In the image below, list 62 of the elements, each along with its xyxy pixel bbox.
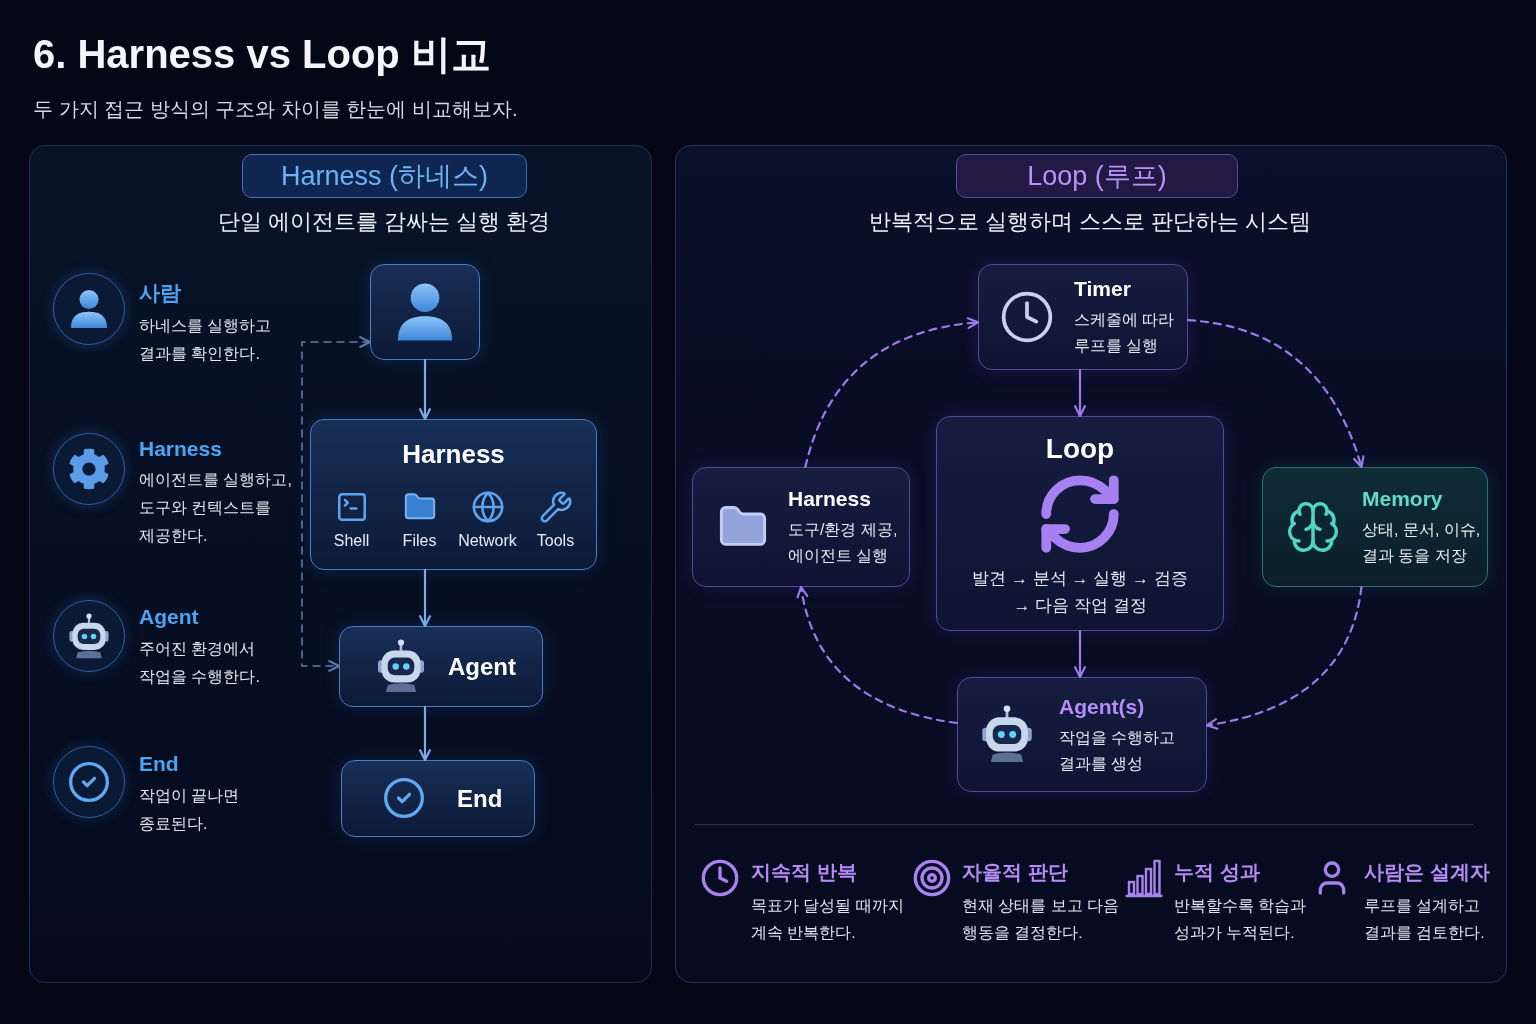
feature-description: 루프를 설계하고 결과를 검토한다. <box>1364 896 1486 943</box>
process-box <box>692 467 910 587</box>
dashed-arrow <box>1186 319 1365 469</box>
tool-label: Network <box>458 531 517 551</box>
arrow <box>419 358 431 421</box>
dashed-arrow <box>1205 585 1363 730</box>
process-box <box>978 264 1188 370</box>
feature-heading: 지속적 반복 <box>751 860 857 885</box>
node-title: Agent <box>448 651 516 682</box>
comparison-panel <box>29 145 652 983</box>
process-box <box>310 419 597 570</box>
feature-heading: 사람은 설계자 <box>1364 860 1490 885</box>
feature-description: 반복할수록 학습과 성과가 누적된다. <box>1174 896 1308 943</box>
tool-label: Tools <box>536 531 575 551</box>
dashed-arrow <box>797 585 959 725</box>
page-title: 6. Harness vs Loop 비교 <box>33 31 491 78</box>
feature-heading: 누적 성과 <box>1174 860 1260 885</box>
node-title: End <box>457 783 503 814</box>
node-title: Timer <box>1074 276 1132 302</box>
legend-description: 하네스를 실행하고 결과를 확인한다. <box>139 316 273 364</box>
legend-heading: End <box>139 751 179 777</box>
node-description: 발견 → 분석 → 실행 → 검증 → 다음 작업 결정 <box>971 568 1189 617</box>
arrow <box>419 705 431 762</box>
dashed-arrow <box>301 336 372 672</box>
tool-label: Shell <box>333 531 370 551</box>
process-box <box>339 626 543 707</box>
node-title: Harness <box>402 438 505 470</box>
panel-subtitle: 단일 에이전트를 감싸는 실행 환경 <box>217 208 551 236</box>
node-title: Agent(s) <box>1059 693 1146 720</box>
actor-box <box>370 264 480 360</box>
legend-heading: Harness <box>139 436 222 462</box>
process-box <box>1262 467 1488 587</box>
feature-description: 목표가 달성될 때까지 계속 반복한다. <box>751 896 905 943</box>
arrow <box>1074 629 1086 679</box>
legend-description: 작업이 끝나면 종료된다. <box>139 786 241 834</box>
comparison-panel <box>675 145 1507 983</box>
node-title: Harness <box>788 486 872 512</box>
panel-subtitle: 반복적으로 실행하며 스스로 판단하는 시스템 <box>868 208 1312 236</box>
node-description: 스케줄에 따라 루프를 실행 <box>1074 310 1176 356</box>
node-description: 상태, 문서, 이슈, 결과 동을 저장 <box>1362 520 1482 566</box>
arrow <box>1074 368 1086 418</box>
heading-tag <box>242 154 527 198</box>
legend-heading: 사람 <box>139 280 181 306</box>
node-title: Loop <box>1045 432 1115 466</box>
legend-description: 에이전트를 실행하고, 도구와 컨텍스트를 제공한다. <box>139 470 293 546</box>
feature-description: 현재 상태를 보고 다음 행동을 결정한다. <box>962 896 1120 943</box>
section-title: Harness (하네스) <box>281 160 488 193</box>
heading-tag <box>956 154 1238 198</box>
node-description: 도구/환경 제공, 에이전트 실행 <box>788 520 899 566</box>
page-subtitle: 두 가지 접근 방식의 구조와 차이를 한눈에 비교해보자. <box>33 97 518 122</box>
process-box <box>936 416 1224 631</box>
legend-heading: Agent <box>139 604 199 630</box>
dashed-arrow <box>804 317 980 469</box>
legend-description: 주어진 환경에서 작업을 수행한다. <box>139 639 261 687</box>
node-description: 작업을 수행하고 결과를 생성 <box>1059 727 1177 774</box>
process-box <box>341 760 535 837</box>
section-title: Loop (루프) <box>1027 160 1167 193</box>
process-box <box>957 677 1207 792</box>
node-title: Memory <box>1362 486 1444 512</box>
arrow <box>419 568 431 628</box>
feature-heading: 자율적 판단 <box>962 860 1068 885</box>
tool-label: Files <box>402 531 437 551</box>
